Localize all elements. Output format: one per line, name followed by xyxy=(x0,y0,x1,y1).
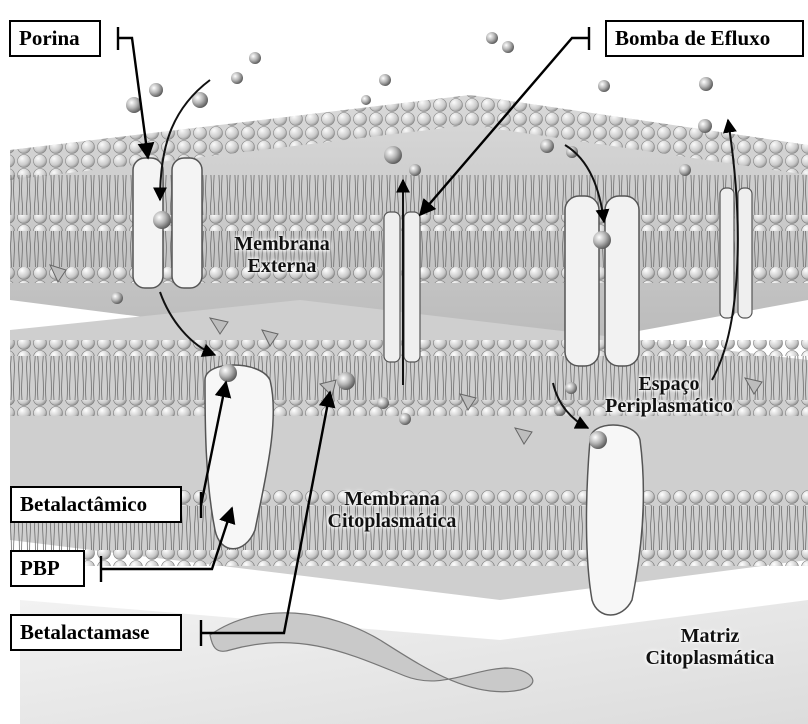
label-cytoplasmic-membrane-line2: Citoplasmática xyxy=(322,510,462,532)
callout-betalactamase-text: Betalactamase xyxy=(20,620,149,644)
label-outer-membrane-line1: Membrana xyxy=(222,233,342,255)
label-cytoplasmic-matrix: Matriz Citoplasmática xyxy=(640,625,780,669)
label-periplasmic-space: Espaço Periplasmático xyxy=(604,373,734,417)
callout-bomba-de-efluxo: Bomba de Efluxo xyxy=(605,20,804,57)
callout-bomba-de-efluxo-text: Bomba de Efluxo xyxy=(615,26,770,50)
callout-porina-text: Porina xyxy=(19,26,80,50)
callout-pbp-text: PBP xyxy=(20,556,60,580)
callout-betalactamico-text: Betalactâmico xyxy=(20,492,147,516)
callout-porina: Porina xyxy=(9,20,101,57)
callout-betalactamico: Betalactâmico xyxy=(10,486,182,523)
label-cytoplasmic-matrix-line1: Matriz xyxy=(640,625,780,647)
callout-pbp: PBP xyxy=(10,550,85,587)
label-cytoplasmic-membrane-line1: Membrana xyxy=(322,488,462,510)
label-outer-membrane: Membrana Externa xyxy=(222,233,342,277)
label-cytoplasmic-matrix-line2: Citoplasmática xyxy=(640,647,780,669)
label-periplasmic-space-line1: Espaço xyxy=(604,373,734,395)
periplasmic-transporter-protein xyxy=(586,425,643,615)
label-outer-membrane-line2: Externa xyxy=(222,255,342,277)
callout-betalactamase: Betalactamase xyxy=(10,614,182,651)
label-periplasmic-space-line2: Periplasmático xyxy=(604,395,734,417)
label-cytoplasmic-membrane: Membrana Citoplasmática xyxy=(322,488,462,532)
